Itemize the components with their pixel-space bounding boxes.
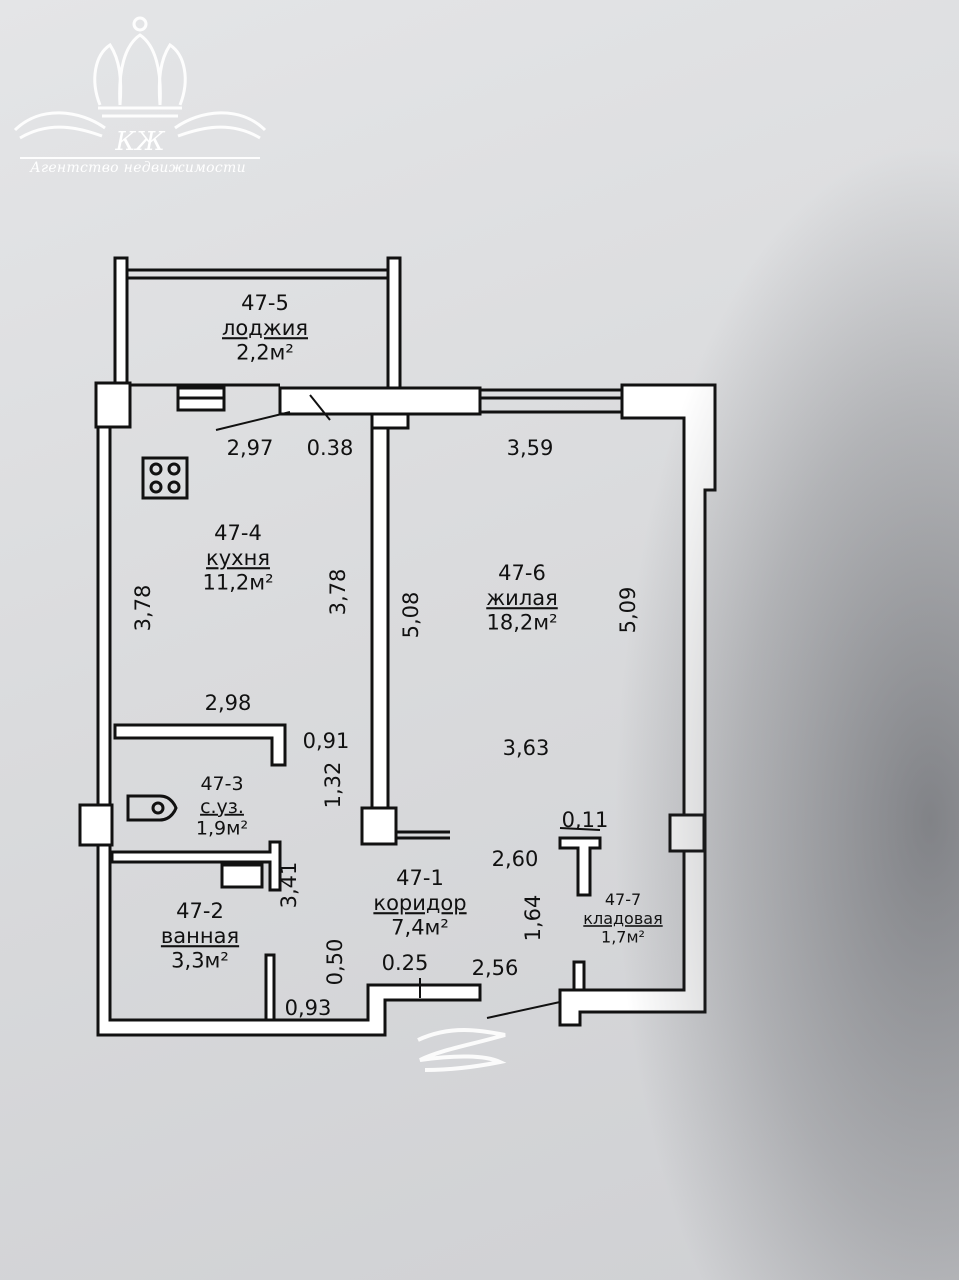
room-id-label: 47-6 <box>498 561 546 585</box>
room-name-label: лоджия <box>222 316 308 340</box>
room-id-label: 47-2 <box>176 899 224 923</box>
room-area-label: 2,2м² <box>236 340 294 364</box>
room-name-label: жилая <box>486 586 558 610</box>
room-name-label: ванная <box>161 924 239 948</box>
dimension-label-living-right: 5,09 <box>616 587 640 634</box>
room-area-label: 1,9м² <box>196 818 248 840</box>
room-id-label: 47-1 <box>396 866 444 890</box>
room-name-label: коридор <box>373 891 466 915</box>
room-id-label: 47-7 <box>605 890 641 909</box>
dimension-label-wc-width: 0,91 <box>303 729 350 753</box>
dimension-label-wc-depth: 1,32 <box>321 762 345 809</box>
dimension-label-bath-door: 0,93 <box>285 996 332 1020</box>
room-area-label: 1,7м² <box>601 928 645 947</box>
dimension-label-bath-nook: 0,50 <box>323 939 347 986</box>
room-id-label: 47-5 <box>241 291 289 315</box>
dimension-label-kitchen-left: 3,78 <box>131 585 155 632</box>
dimension-label-living-left: 5,08 <box>399 592 423 639</box>
room-name-label: кладовая <box>583 909 662 928</box>
scribble-mark <box>417 1028 507 1072</box>
room-area-label: 18,2м² <box>486 610 557 634</box>
dimension-label-kitchen-right: 3,78 <box>326 569 350 616</box>
room-area-label: 7,4м² <box>391 915 449 939</box>
stove-icon <box>141 456 189 500</box>
toilet-icon <box>126 794 178 822</box>
room-name-label: кухня <box>206 546 270 570</box>
dimension-label-corridor-width: 2,60 <box>492 847 539 871</box>
dimension-label-kitchen-window-jamb: 0.38 <box>307 436 354 460</box>
dimension-label-pantry-wall: 0,11 <box>562 808 609 832</box>
dimension-label-kitchen-top: 2,97 <box>227 436 274 460</box>
room-name-label: с.уз. <box>200 796 244 818</box>
dimension-label-living-bottom: 3,63 <box>503 736 550 760</box>
dimension-label-kitchen-bottom: 2,98 <box>205 691 252 715</box>
room-area-label: 3,3м² <box>171 948 229 972</box>
room-area-label: 11,2м² <box>202 570 273 594</box>
dimension-label-living-top: 3,59 <box>507 436 554 460</box>
dimension-label-corridor-bottom: 2,56 <box>472 956 519 980</box>
room-id-label: 47-4 <box>214 521 262 545</box>
dimension-label-corridor-jamb: 0.25 <box>382 951 429 975</box>
room-id-label: 47-3 <box>200 773 243 795</box>
dimension-label-pantry-depth: 1,64 <box>521 895 545 942</box>
dimension-label-bath-side: 3,41 <box>277 862 301 909</box>
